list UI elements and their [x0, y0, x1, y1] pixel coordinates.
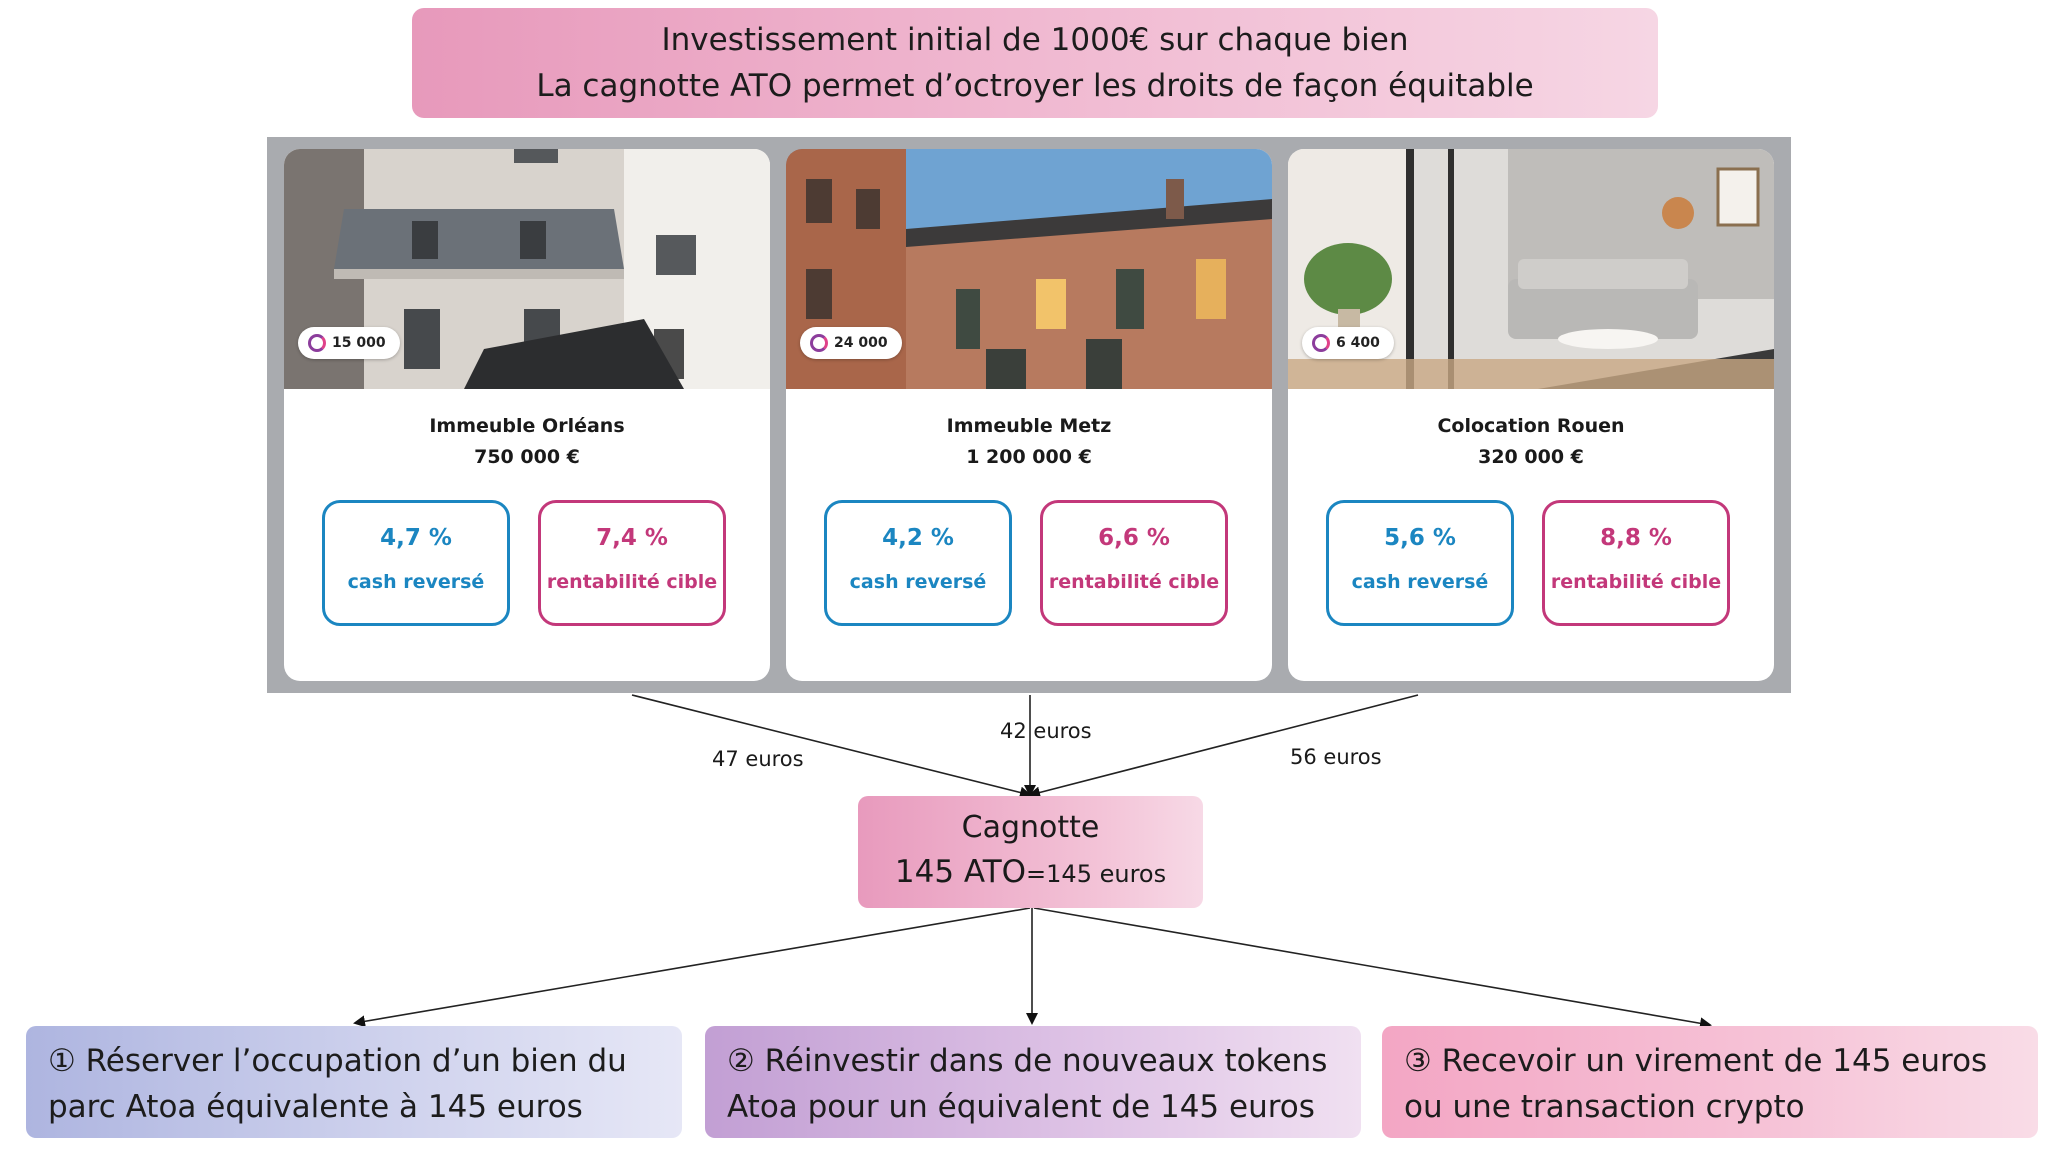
properties-panel: 15 000 Immeuble Orléans 750 000 € 4,7 % … [267, 137, 1791, 693]
target-yield-label: rentabilité cible [1048, 571, 1220, 593]
flow-label-orleans: 47 euros [712, 747, 804, 771]
arrow-cagnotte-to-option-1 [353, 907, 1031, 1028]
cash-returned-label: cash reversé [1351, 571, 1489, 593]
property-name: Immeuble Orléans [429, 415, 625, 437]
option-line-2: ou une transaction crypto [1404, 1089, 1805, 1125]
option-reserve-stay[interactable]: ① Réserver l’occupation d’un bien du par… [26, 1026, 682, 1138]
option-reinvest-tokens[interactable]: ② Réinvestir dans de nouveaux tokens Ato… [705, 1026, 1361, 1138]
cagnotte-amount-line: 145 ATO=145 euros [858, 854, 1203, 890]
property-card-orleans[interactable]: 15 000 Immeuble Orléans 750 000 € 4,7 % … [284, 149, 770, 681]
target-yield-label: rentabilité cible [1550, 571, 1722, 593]
cash-returned-value: 4,7 % [380, 525, 452, 551]
cash-returned-value: 4,2 % [882, 525, 954, 551]
property-name: Immeuble Metz [946, 415, 1112, 437]
token-count: 15 000 [332, 335, 386, 351]
cash-returned-box: 5,6 % cash reversé [1326, 500, 1514, 626]
cash-returned-label: cash reversé [849, 571, 987, 593]
arrow-rouen-to-cagnotte [1028, 694, 1419, 799]
arrow-cagnotte-to-option-3 [1033, 907, 1712, 1030]
token-count: 24 000 [834, 335, 888, 351]
flow-label-rouen: 56 euros [1290, 745, 1382, 769]
property-photo-metz [786, 149, 1272, 389]
target-yield-box: 6,6 % rentabilité cible [1040, 500, 1228, 626]
option-line-1: ① Réserver l’occupation d’un bien du [48, 1043, 627, 1079]
property-card-metz[interactable]: 24 000 Immeuble Metz 1 200 000 € 4,2 % c… [786, 149, 1272, 681]
cash-returned-box: 4,7 % cash reversé [322, 500, 510, 626]
target-yield-box: 8,8 % rentabilité cible [1542, 500, 1730, 626]
token-badge: 6 400 [1302, 327, 1394, 359]
property-card-rouen[interactable]: 6 400 Colocation Rouen 320 000 € 5,6 % c… [1288, 149, 1774, 681]
cagnotte-box: Cagnotte 145 ATO=145 euros [858, 796, 1203, 908]
cagnotte-amount: 145 ATO [894, 854, 1027, 890]
target-yield-label: rentabilité cible [546, 571, 718, 593]
target-yield-box: 7,4 % rentabilité cible [538, 500, 726, 626]
target-yield-value: 6,6 % [1098, 525, 1170, 551]
token-badge: 15 000 [298, 327, 400, 359]
property-price: 1 200 000 € [966, 446, 1092, 468]
property-photo-orleans [284, 149, 770, 389]
cagnotte-equivalent: =145 euros [1026, 860, 1167, 888]
property-price: 320 000 € [1478, 446, 1584, 468]
option-line-2: parc Atoa équivalente à 145 euros [48, 1089, 583, 1125]
banner-line-2: La cagnotte ATO permet d’octroyer les dr… [536, 68, 1534, 104]
banner-line-1: Investissement initial de 1000€ sur chaq… [661, 22, 1409, 58]
cash-returned-box: 4,2 % cash reversé [824, 500, 1012, 626]
ato-token-icon [308, 334, 326, 352]
target-yield-value: 8,8 % [1600, 525, 1672, 551]
token-count: 6 400 [1336, 335, 1380, 351]
option-line-1: ③ Recevoir un virement de 145 euros [1404, 1043, 1988, 1079]
property-name: Colocation Rouen [1437, 415, 1625, 437]
cash-returned-value: 5,6 % [1384, 525, 1456, 551]
token-badge: 24 000 [800, 327, 902, 359]
option-line-2: Atoa pour un équivalent de 145 euros [727, 1089, 1315, 1125]
cagnotte-title: Cagnotte [961, 810, 1100, 845]
option-receive-transfer[interactable]: ③ Recevoir un virement de 145 euros ou u… [1382, 1026, 2038, 1138]
ato-token-icon [1312, 334, 1330, 352]
target-yield-value: 7,4 % [596, 525, 668, 551]
ato-token-icon [810, 334, 828, 352]
option-line-1: ② Réinvestir dans de nouveaux tokens [727, 1043, 1328, 1079]
header-banner: Investissement initial de 1000€ sur chaq… [412, 8, 1658, 118]
cash-returned-label: cash reversé [347, 571, 485, 593]
property-price: 750 000 € [474, 446, 580, 468]
flow-label-metz: 42 euros [1000, 719, 1092, 743]
arrow-orleans-to-cagnotte [631, 694, 1032, 799]
